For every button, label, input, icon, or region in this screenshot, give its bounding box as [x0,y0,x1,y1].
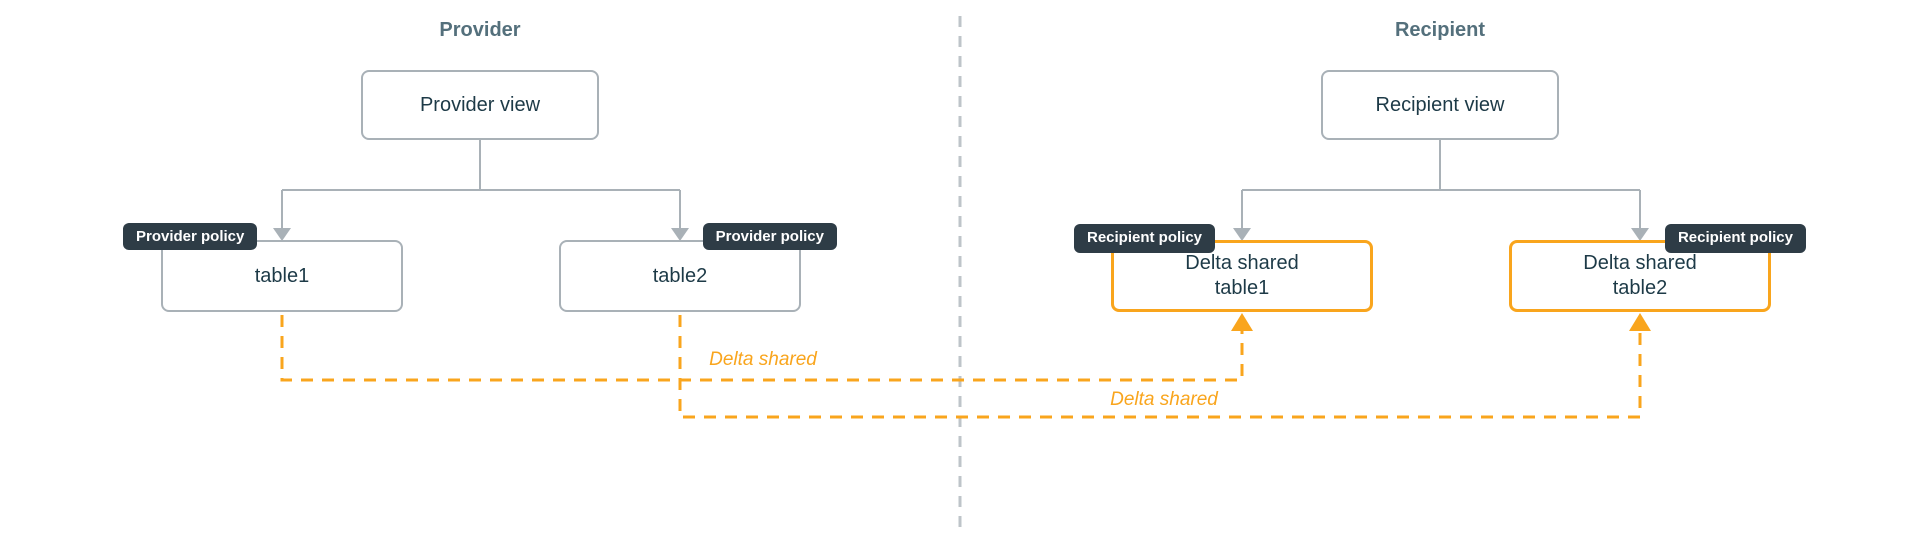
table1-label: table1 [254,264,310,287]
provider-view-label: Provider view [419,93,541,116]
recipient-policy-badge: Recipient policy [1074,224,1216,253]
table2-box: Provider policy table2 [559,223,837,312]
delta-shared-table2-line2: table2 [1612,277,1668,299]
recipient-policy-badge: Recipient policy [1664,224,1806,253]
provider-section-title: Provider [439,19,521,41]
provider-policy-badge: Provider policy [123,223,258,250]
table2-label: table2 [652,264,708,287]
arrow-down-icon [671,228,689,241]
table1-box: Provider policy table1 [123,223,403,312]
arrow-down-icon [273,228,291,241]
provider-view-box: Provider view [361,70,599,140]
provider-policy-badge: Provider policy [702,223,837,250]
delta-shared-table1-line1: Delta shared [1185,252,1299,274]
delta-shared-table2-box: Recipient policy Delta shared table2 [1509,224,1806,312]
recipient-section-title: Recipient [1394,19,1486,41]
delta-shared-table1-line2: table1 [1214,277,1270,299]
arrow-down-icon [1233,228,1251,241]
delta-shared-flow-line-2 [678,315,1642,419]
delta-shared-table1-box: Recipient policy Delta shared table1 [1074,224,1373,312]
delta-shared-flow-label-2: Delta shared [1110,389,1218,410]
arrow-down-icon [1631,228,1649,241]
recipient-view-box: Recipient view [1321,70,1559,140]
recipient-view-label: Recipient view [1375,93,1505,116]
arrow-up-icon [1231,313,1253,331]
delta-shared-flow-line-1 [280,315,1244,382]
delta-shared-table2-line1: Delta shared [1583,252,1697,274]
delta-shared-flow-label-1: Delta shared [709,349,817,370]
arrow-up-icon [1629,313,1651,331]
